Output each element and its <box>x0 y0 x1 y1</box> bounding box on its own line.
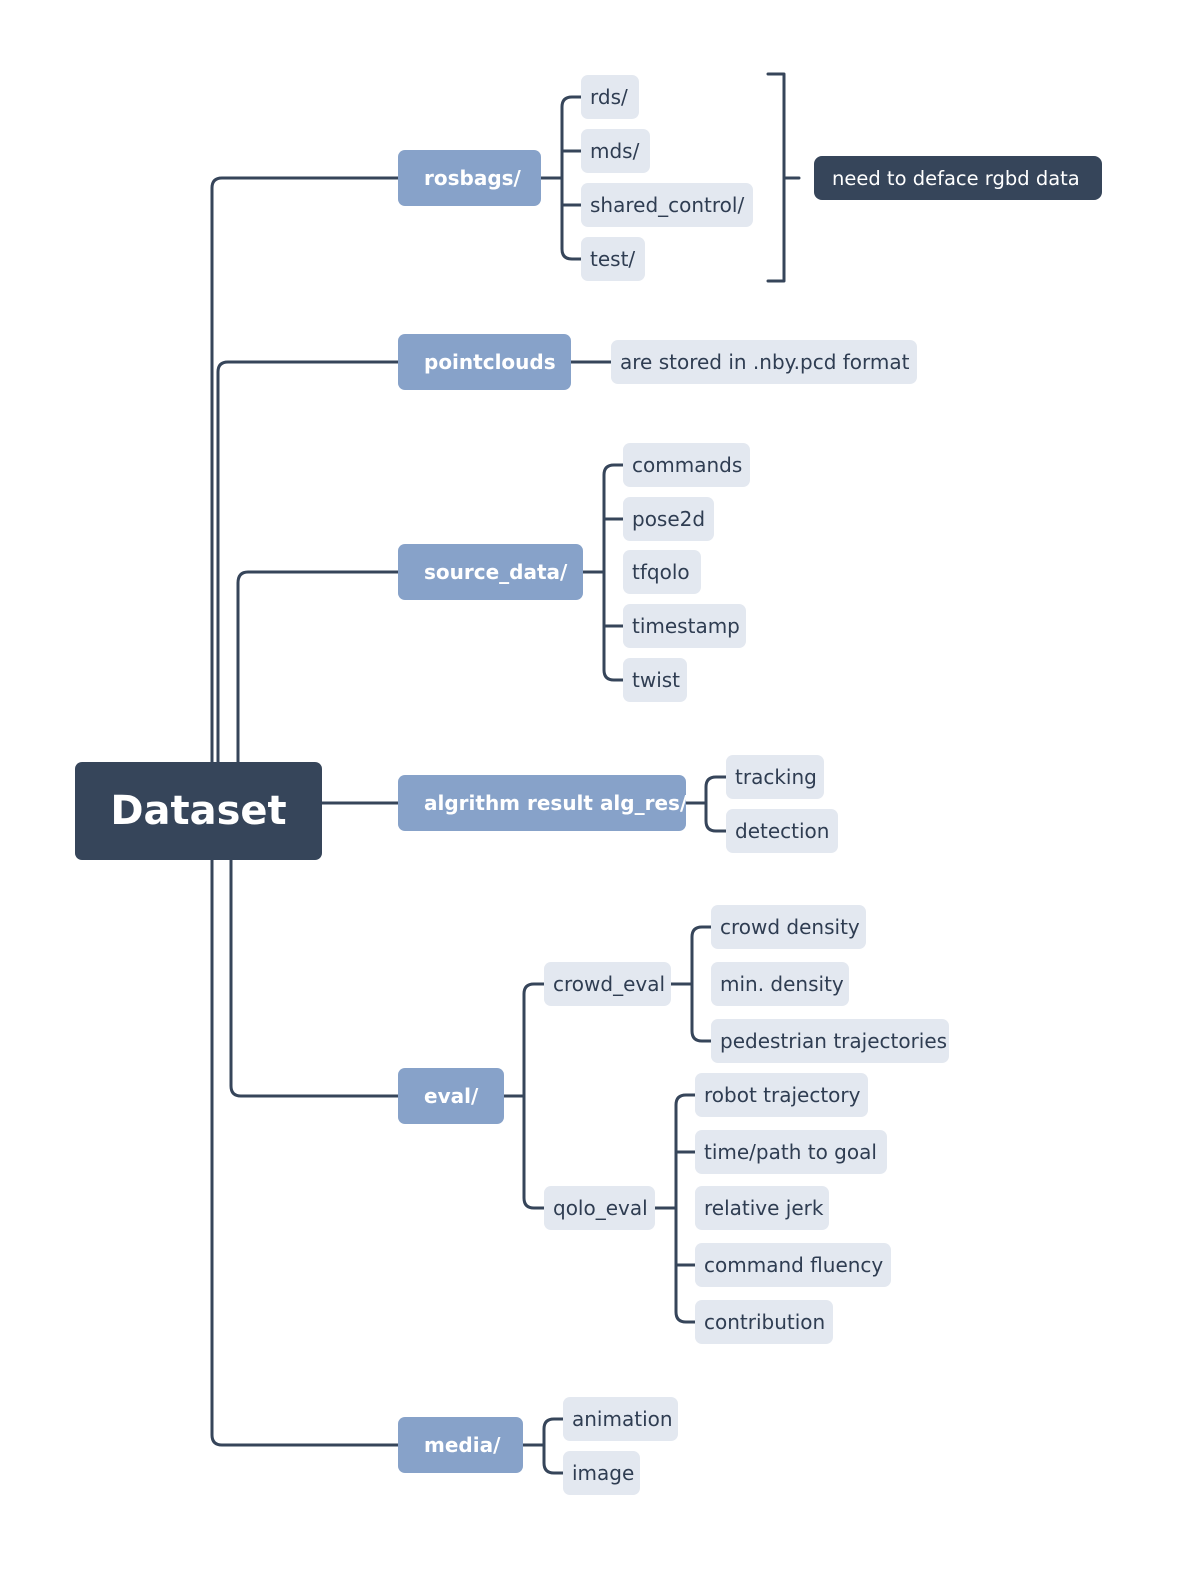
leaf-pcd-format: are stored in .nby.pcd format <box>611 340 917 384</box>
connector-crowd-eval-children <box>669 925 713 1043</box>
connector-eval-children <box>502 982 546 1210</box>
leaf-animation: animation <box>563 1397 678 1441</box>
leaf-robot-trajectory: robot trajectory <box>695 1073 868 1117</box>
connector-root-source-data <box>236 570 400 764</box>
leaf-crowd-density: crowd density <box>711 905 866 949</box>
leaf-detection: detection <box>726 809 838 853</box>
leaf-image: image <box>563 1451 640 1495</box>
leaf-relative-jerk: relative jerk <box>695 1186 829 1230</box>
connector-root-media <box>210 858 400 1447</box>
branch-alg-res: algrithm result alg_res/ <box>398 775 687 831</box>
leaf-command-fluency: command fluency <box>695 1243 891 1287</box>
leaf-pedestrian-trajectories: pedestrian trajectories <box>711 1019 949 1063</box>
sub-branch-crowd-eval: crowd_eval <box>544 962 671 1006</box>
root-node-dataset: Dataset <box>75 762 322 860</box>
leaf-pose2d: pose2d <box>623 497 714 541</box>
leaf-mds: mds/ <box>581 129 650 173</box>
branch-media: media/ <box>398 1417 523 1473</box>
connector-media-children <box>521 1417 565 1475</box>
connector-root-rosbags <box>210 176 400 764</box>
sub-branch-qolo-eval: qolo_eval <box>544 1186 655 1230</box>
leaf-contribution: contribution <box>695 1300 833 1344</box>
branch-source-data: source_data/ <box>398 544 583 600</box>
connector-root-eval <box>229 858 400 1098</box>
leaf-commands: commands <box>623 443 750 487</box>
connector-source-data-children <box>581 463 625 682</box>
branch-pointclouds: pointclouds <box>398 334 571 390</box>
connector-rosbags-children <box>539 95 583 261</box>
leaf-tracking: tracking <box>726 755 824 799</box>
leaf-min-density: min. density <box>711 962 849 1006</box>
connector-qolo-eval-children <box>653 1093 697 1324</box>
branch-rosbags: rosbags/ <box>398 150 541 206</box>
leaf-tfqolo: tfqolo <box>623 550 701 594</box>
leaf-twist: twist <box>623 658 687 702</box>
connector-root-pointclouds <box>216 360 400 764</box>
leaf-shared-control: shared_control/ <box>581 183 753 227</box>
leaf-rds: rds/ <box>581 75 639 119</box>
connector-alg-res-children <box>684 775 728 833</box>
summary-note: need to deface rgbd data <box>814 156 1102 200</box>
leaf-timestamp: timestamp <box>623 604 746 648</box>
leaf-test: test/ <box>581 237 645 281</box>
leaf-time-path-to-goal: time/path to goal <box>695 1130 887 1174</box>
branch-eval: eval/ <box>398 1068 504 1124</box>
summary-bracket <box>766 72 801 283</box>
